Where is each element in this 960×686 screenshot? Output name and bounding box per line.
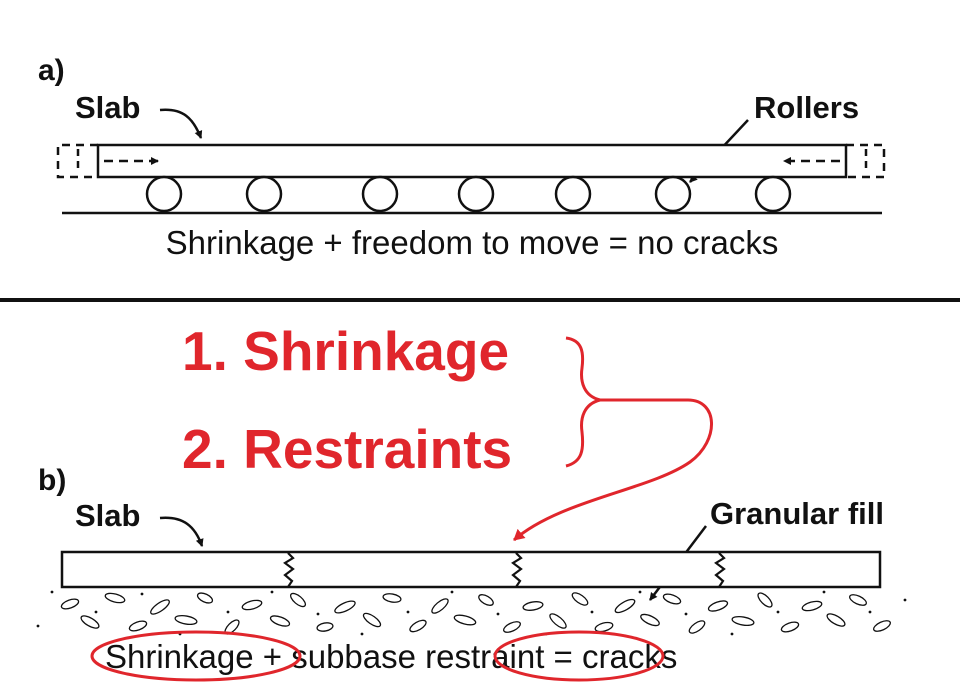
aggregate <box>174 614 198 626</box>
aggregate <box>316 622 334 632</box>
granular-fill-texture <box>60 592 891 635</box>
granular-fill-dots <box>36 590 907 636</box>
caption-shrinkage-word: Shrinkage <box>105 638 254 675</box>
aggregate <box>409 619 427 633</box>
fill-dot <box>868 610 872 614</box>
aggregate <box>757 592 773 608</box>
fill-dot <box>316 612 320 616</box>
aggregate <box>241 599 263 611</box>
panel-a-rollers-label: Rollers <box>754 90 859 125</box>
fill-dot <box>638 590 642 594</box>
panel-a-rollers <box>145 175 792 213</box>
aggregate <box>289 592 307 608</box>
factors-brace <box>565 336 601 468</box>
panel-a-slab <box>96 143 848 179</box>
panel-b-caption: Shrinkage + subbase restraint = cracks <box>105 638 677 675</box>
factors-to-crack-arrow <box>513 398 713 542</box>
panel-b-crack-2 <box>511 552 523 588</box>
aggregate <box>594 621 614 633</box>
aggregate <box>478 594 494 606</box>
aggregate <box>873 620 891 632</box>
aggregate <box>780 621 800 633</box>
panel-b-slab <box>60 550 882 589</box>
panel-a-slab-pointer <box>159 108 203 139</box>
aggregate <box>662 593 682 605</box>
aggregate <box>707 600 729 612</box>
factor-restraints: 2. Restraints <box>182 418 512 480</box>
aggregate <box>362 612 382 628</box>
roller <box>554 175 592 213</box>
fill-dot <box>226 610 230 614</box>
aggregate <box>614 598 636 614</box>
panel-a-caption: Shrinkage + freedom to move = no cracks <box>166 224 779 261</box>
panel-b-slab-label: Slab <box>75 498 140 533</box>
fill-dot <box>450 590 454 594</box>
roller <box>245 175 283 213</box>
aggregate <box>453 614 477 626</box>
aggregate <box>60 598 80 610</box>
aggregate <box>849 594 867 606</box>
fill-dot <box>140 592 144 596</box>
fill-dot <box>590 610 594 614</box>
caption-restraint-circle <box>493 630 665 682</box>
panel-b-slab-pointer <box>159 516 204 547</box>
roller <box>145 175 183 213</box>
panel-a: a) Slab Rollers Shrinkage + freedom to m… <box>38 54 886 261</box>
fill-dot <box>496 612 500 616</box>
panel-b-crack-3 <box>714 552 726 588</box>
fill-dot <box>776 610 780 614</box>
roller <box>457 175 495 213</box>
aggregate <box>80 615 100 629</box>
panel-a-left-movement-outline <box>56 143 98 179</box>
aggregate <box>571 592 589 606</box>
roller <box>361 175 399 213</box>
panel-b: b) Slab Granular fill <box>36 464 907 682</box>
aggregate <box>334 600 356 614</box>
panel-a-right-movement-outline <box>846 143 886 179</box>
fill-dot <box>903 598 907 602</box>
fill-dot <box>36 624 40 628</box>
aggregate <box>269 615 291 627</box>
panel-b-letter: b) <box>38 464 66 497</box>
aggregate <box>150 599 170 615</box>
factors-block: 1. Shrinkage 2. Restraints <box>182 320 713 542</box>
panel-a-slab-label: Slab <box>75 90 140 125</box>
panel-a-letter: a) <box>38 54 65 87</box>
aggregate <box>549 613 567 629</box>
aggregate <box>640 613 660 627</box>
roller <box>654 175 692 213</box>
aggregate <box>826 613 846 627</box>
roller <box>754 175 792 213</box>
fill-dot <box>684 612 688 616</box>
fill-dot <box>270 590 274 594</box>
aggregate <box>688 620 706 634</box>
aggregate <box>801 600 823 612</box>
aggregate <box>104 592 126 604</box>
fill-dot <box>50 590 54 594</box>
fill-dot <box>94 610 98 614</box>
caption-end-text: = cracks <box>544 638 677 675</box>
fill-dot <box>360 632 364 636</box>
panel-b-crack-1 <box>283 552 295 588</box>
fill-dot <box>822 590 826 594</box>
aggregate <box>503 621 521 633</box>
aggregate <box>382 593 402 603</box>
caption-shrinkage-circle <box>90 630 302 682</box>
aggregate <box>522 601 544 611</box>
aggregate <box>431 598 449 614</box>
fill-dot <box>730 632 734 636</box>
panel-b-fill-label: Granular fill <box>710 496 884 531</box>
aggregate <box>196 592 214 604</box>
aggregate <box>731 615 755 627</box>
factor-shrinkage: 1. Shrinkage <box>182 320 509 382</box>
caption-restraint-word: restraint <box>425 638 544 675</box>
aggregate <box>128 620 148 632</box>
fill-dot <box>406 610 410 614</box>
